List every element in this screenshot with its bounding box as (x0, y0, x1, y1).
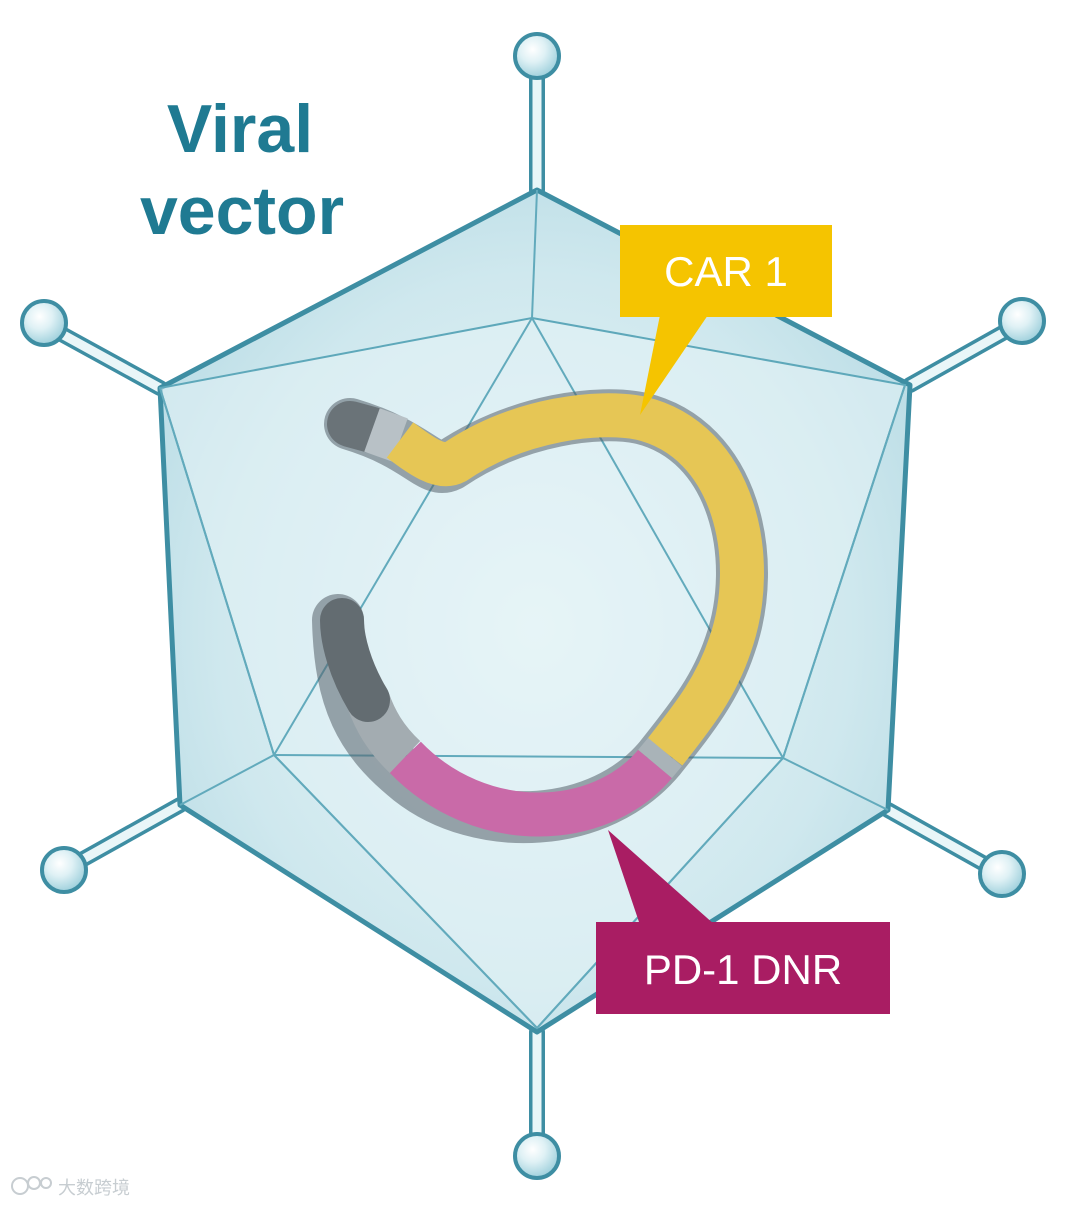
spike-upper-left-icon (20, 299, 168, 396)
spike-bottom-icon (513, 1024, 561, 1180)
car-callout-label: CAR 1 (664, 248, 788, 295)
dna-segment-car (386, 393, 764, 766)
dna-segment-pd1 (389, 741, 672, 837)
pd1-callout-label: PD-1 DNR (644, 946, 842, 993)
title-line-1: Viral (167, 91, 313, 167)
dna-junction (638, 737, 682, 779)
spike-lower-right-icon (880, 802, 1026, 898)
dna-flank-top (364, 408, 408, 462)
title-line-2: vector (140, 173, 344, 249)
spike-upper-right-icon (902, 297, 1046, 393)
watermark-logo-icon (11, 1176, 52, 1195)
watermark: 大数跨境 (11, 1176, 130, 1199)
spike-lower-left-icon (40, 797, 188, 894)
watermark-text: 大数跨境 (58, 1178, 130, 1199)
dna-end-top (327, 401, 395, 453)
pd1-callout-box (596, 922, 890, 1014)
car-callout-box (620, 225, 832, 317)
dna-strand (312, 389, 768, 844)
car-callout: CAR 1 (620, 225, 832, 415)
dna-end-bottom (320, 598, 390, 722)
capsid-spikes (20, 32, 1046, 1180)
spike-top-icon (513, 32, 561, 198)
pd1-callout: PD-1 DNR (596, 830, 890, 1014)
pd1-callout-pointer (608, 830, 715, 925)
title: Viral vector (140, 91, 344, 249)
car-callout-pointer (640, 315, 708, 415)
